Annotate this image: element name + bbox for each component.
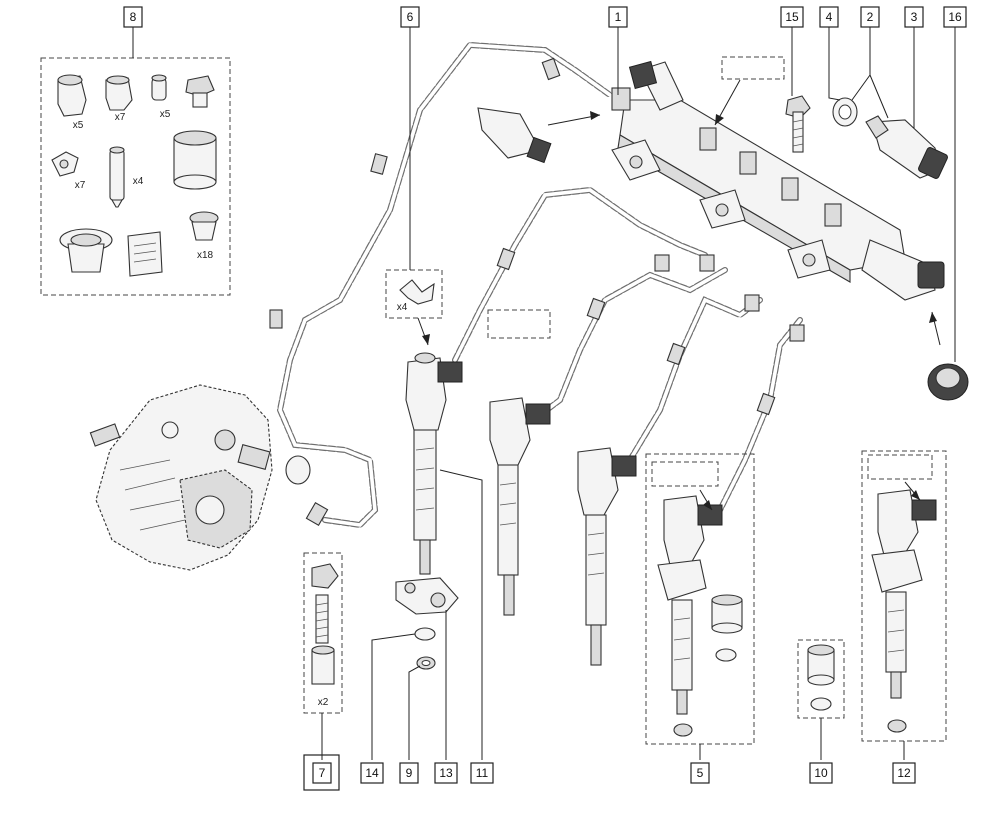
- qty-washer-tab: x7: [75, 180, 86, 191]
- callout-4[interactable]: 4: [819, 6, 839, 28]
- seal-ring-14: [414, 627, 436, 641]
- callout-7-label: 7: [319, 766, 326, 780]
- callout-10[interactable]: 10: [809, 762, 833, 784]
- qty-cap-large: x5: [73, 120, 84, 131]
- callout-15-label: 15: [785, 10, 799, 24]
- injector-kit-5: [645, 453, 755, 745]
- sleeve-small-part: [189, 211, 219, 241]
- injector-main: [405, 352, 463, 575]
- qty-stud-kit: x2: [318, 697, 329, 708]
- callout-13-label: 13: [439, 766, 453, 780]
- callout-7[interactable]: 7: [303, 754, 340, 791]
- injector-bracket-13: [395, 577, 459, 615]
- callout-9-label: 9: [406, 766, 413, 780]
- callout-3-label: 3: [911, 10, 918, 24]
- callout-15[interactable]: 15: [780, 6, 804, 28]
- qty-clip: x4: [397, 302, 408, 313]
- callout-12-label: 12: [897, 766, 911, 780]
- qty-cap-medium: x7: [115, 112, 126, 123]
- qty-sleeve-small: x18: [197, 250, 214, 261]
- cap-small-part: [151, 74, 167, 101]
- seal-ring-4: [832, 97, 858, 127]
- callout-6-label: 6: [407, 10, 414, 24]
- rail-inset-box: [721, 56, 785, 80]
- pressure-sensor-3: [865, 115, 948, 179]
- fuel-rail: [611, 60, 945, 301]
- injector-third: [577, 447, 637, 666]
- connector-cap-16: [927, 311, 969, 401]
- callout-12[interactable]: 12: [892, 762, 916, 784]
- callout-16-label: 16: [948, 10, 962, 24]
- leader-lines: [132, 27, 956, 760]
- callout-5[interactable]: 5: [690, 762, 710, 784]
- highlight-frame: [303, 754, 340, 791]
- callout-14-label: 14: [365, 766, 379, 780]
- callout-13[interactable]: 13: [434, 762, 458, 784]
- callout-16[interactable]: 16: [943, 6, 967, 28]
- hex-plug-part: [185, 75, 215, 108]
- high-pressure-pump: [89, 384, 311, 571]
- fuel-pipes: [269, 41, 805, 529]
- callout-6[interactable]: 6: [400, 6, 420, 28]
- callout-9[interactable]: 9: [399, 762, 419, 784]
- callout-10-label: 10: [814, 766, 828, 780]
- flanged-bush-part: [59, 228, 113, 273]
- injector-main-inset: [487, 309, 551, 339]
- cap-large-part: [57, 74, 87, 117]
- qty-pin: x4: [133, 176, 144, 187]
- stud-kit-7: x2: [303, 552, 343, 714]
- callout-2[interactable]: 2: [860, 6, 880, 28]
- callout-14[interactable]: 14: [360, 762, 384, 784]
- injector-kit-12: [861, 450, 947, 742]
- callout-8[interactable]: 8: [123, 6, 143, 28]
- pressure-valve-detached: [477, 107, 601, 164]
- callout-1[interactable]: 1: [608, 6, 628, 28]
- leader-11: [439, 469, 483, 760]
- injector-second: [489, 397, 551, 616]
- washer-tab-part: [51, 151, 79, 177]
- pin-part: [109, 146, 125, 208]
- sleeve-kit-10: [797, 639, 845, 719]
- sleeve-large-part: [173, 130, 217, 190]
- callout-3[interactable]: 3: [904, 6, 924, 28]
- callout-8-label: 8: [130, 10, 137, 24]
- clip-6: x4: [385, 269, 443, 346]
- callout-4-label: 4: [826, 10, 833, 24]
- qty-cap-small: x5: [160, 109, 171, 120]
- seal-kit-8: x5 x7 x5 x7 x4: [40, 57, 231, 296]
- callout-2-label: 2: [867, 10, 874, 24]
- callout-1-label: 1: [615, 10, 622, 24]
- callout-11-label: 11: [476, 766, 489, 780]
- callout-5-label: 5: [697, 766, 704, 780]
- cap-medium-part: [105, 75, 133, 111]
- notice-booklet-part: [127, 231, 163, 277]
- callout-11[interactable]: 11: [470, 762, 494, 784]
- bolt-15: [785, 95, 811, 153]
